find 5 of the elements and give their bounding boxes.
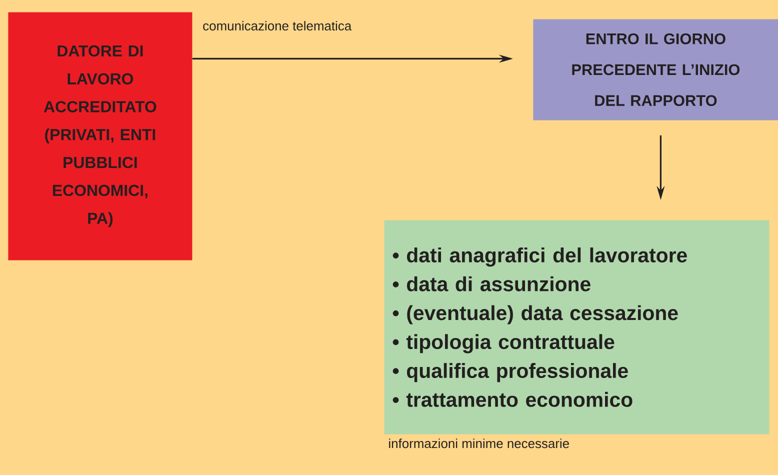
deadline-box: ENTRO IL GIORNO PRECEDENTE L’INIZIO DEL RAPPORTO bbox=[533, 19, 778, 120]
caption-text: informazioni minime necessarie bbox=[389, 438, 569, 448]
info-box: • dati anagrafici del lavoratore • data di assunzione • (eventuale) data cessazione • tipologia contrattuale • qualifica professionale • trattamento economico bbox=[384, 220, 770, 434]
edge-label: comunicazione telematica bbox=[203, 20, 352, 30]
employer-box: DATORE DI LAVORO ACCREDITATO (PRIVATI, ENTI PUBBLICI ECONOMICI, PA) bbox=[8, 12, 192, 260]
